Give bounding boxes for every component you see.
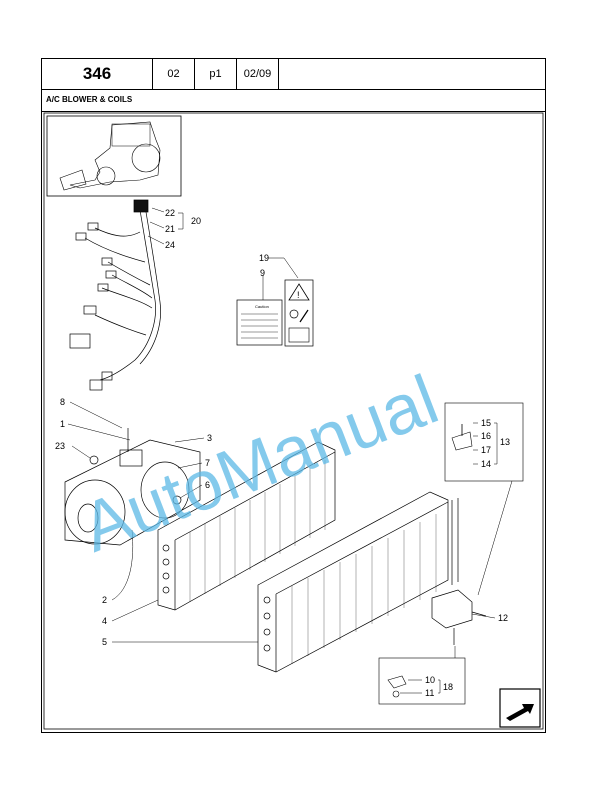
callout-19: 19	[259, 253, 269, 263]
svg-text:!: !	[297, 290, 300, 300]
coil-upper	[157, 441, 336, 611]
callout-9: 9	[260, 268, 265, 278]
callout-21: 21	[165, 224, 175, 234]
callout-22: 22	[165, 208, 175, 218]
page-ref: p1	[195, 59, 237, 89]
title-divider	[42, 111, 545, 112]
callout-23: 23	[55, 441, 65, 451]
callout-10: 10	[425, 675, 435, 685]
callout-16: 16	[481, 431, 491, 441]
expansion-valve	[431, 589, 487, 645]
callout-24: 24	[165, 240, 175, 250]
machine-thumbnail	[46, 115, 182, 197]
manual-book-icon	[288, 327, 310, 343]
section-code: 02	[153, 59, 195, 89]
callout-2: 2	[102, 595, 107, 605]
callout-14: 14	[481, 459, 491, 469]
callout-13: 13	[500, 437, 510, 447]
callout-20: 20	[191, 216, 201, 226]
coil-lower	[257, 491, 459, 673]
blower-assembly	[64, 428, 201, 546]
callout-12: 12	[498, 613, 508, 623]
callout-17: 17	[481, 445, 491, 455]
watermark: AutoManual	[71, 360, 448, 567]
callout-18: 18	[443, 682, 453, 692]
callout-7: 7	[205, 458, 210, 468]
decal-caution-text: Caution	[255, 304, 269, 309]
callout-8: 8	[60, 397, 65, 407]
wrench-icon	[299, 309, 309, 323]
detail-box-13	[444, 402, 524, 596]
page-title: A/C BLOWER & COILS	[46, 95, 133, 104]
callout-4: 4	[102, 616, 107, 626]
detail-box-18	[378, 646, 466, 705]
header-divider	[42, 89, 545, 90]
callout-3: 3	[207, 433, 212, 443]
wiring-harness	[69, 199, 161, 391]
safety-decals: Caution !	[236, 279, 314, 347]
callout-5: 5	[102, 637, 107, 647]
callout-11: 11	[425, 688, 434, 698]
warning-triangle-icon	[288, 283, 310, 301]
callout-15: 15	[481, 418, 491, 428]
page-number: 346	[42, 59, 153, 89]
date-code: 02/09	[237, 59, 279, 89]
callout-1: 1	[60, 419, 65, 429]
leader-lines	[67, 207, 498, 694]
next-page-arrow-button[interactable]	[499, 688, 541, 728]
arrow-icon	[506, 704, 534, 721]
gear-icon	[289, 309, 299, 319]
page-frame: 346 02 p1 02/09 A/C BLOWER & COILS	[41, 58, 546, 733]
callout-6: 6	[205, 480, 210, 490]
